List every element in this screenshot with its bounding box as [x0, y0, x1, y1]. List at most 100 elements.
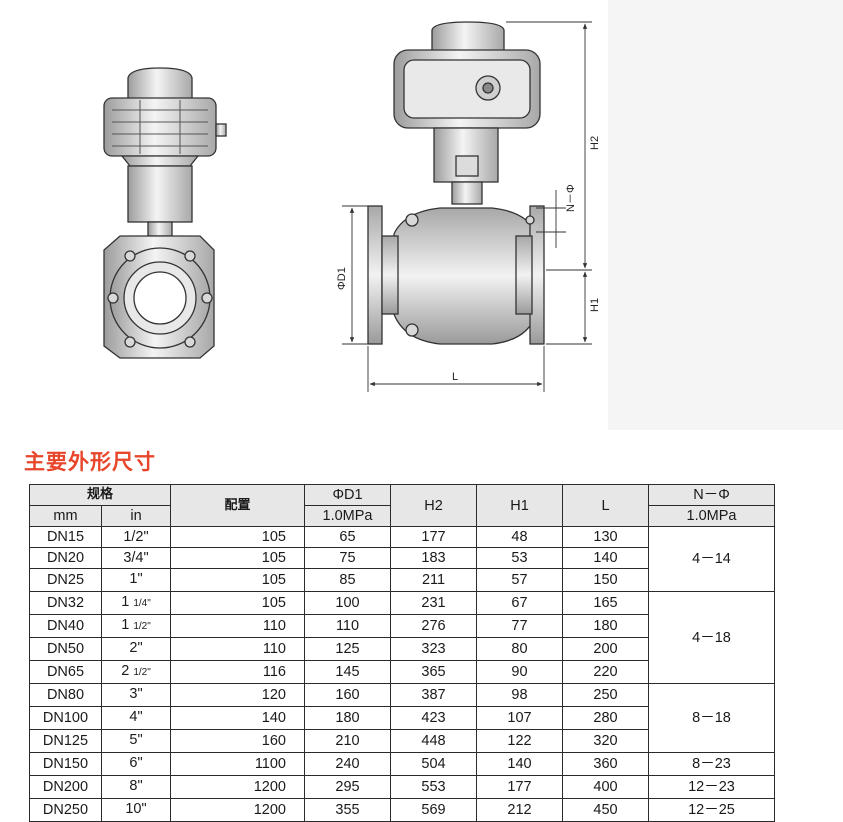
cell-h1: 98 [476, 683, 563, 707]
cell-h2: 211 [390, 568, 477, 592]
cell-mm: DN40 [29, 614, 102, 638]
cell-in: 6" [101, 752, 171, 776]
label-l: L [452, 371, 458, 383]
cell-h2: 276 [390, 614, 477, 638]
front-view [367, 21, 545, 345]
cell-h2: 365 [390, 660, 477, 684]
cell-in-whole: 8" [129, 778, 143, 794]
cell-in: 1" [101, 568, 171, 592]
cell-in: 3/4" [101, 547, 171, 569]
cell-l: 130 [562, 526, 649, 548]
cell-d1: 240 [304, 752, 391, 776]
cell-in: 8" [101, 775, 171, 799]
cell-h2: 504 [390, 752, 477, 776]
cell-h1: 77 [476, 614, 563, 638]
cell-h2: 569 [390, 798, 477, 822]
cell-l: 250 [562, 683, 649, 707]
header-config: 配置 [170, 484, 305, 527]
cell-h1: 67 [476, 591, 563, 615]
cell-l: 280 [562, 706, 649, 730]
cell-h2: 423 [390, 706, 477, 730]
cell-h2: 553 [390, 775, 477, 799]
cell-config: 1100 [170, 752, 305, 776]
cell-d1: 100 [304, 591, 391, 615]
cell-config: 105 [170, 547, 305, 569]
cell-h1: 122 [476, 729, 563, 753]
cell-d1: 145 [304, 660, 391, 684]
cell-in: 4" [101, 706, 171, 730]
cell-h2: 323 [390, 637, 477, 661]
cell-in-whole: 6" [129, 755, 143, 771]
cell-in-whole: 10" [125, 801, 147, 817]
cell-d1: 295 [304, 775, 391, 799]
cell-in: 1 1/2" [101, 614, 171, 638]
cell-in-whole: 1" [129, 571, 143, 587]
cell-n-phi: 12－23 [648, 775, 775, 799]
cell-config: 105 [170, 526, 305, 548]
cell-config: 120 [170, 683, 305, 707]
label-h1: H1 [589, 298, 601, 312]
cell-d1: 85 [304, 568, 391, 592]
cell-h2: 231 [390, 591, 477, 615]
cell-h1: 48 [476, 526, 563, 548]
cell-d1: 180 [304, 706, 391, 730]
cell-mm: DN80 [29, 683, 102, 707]
cell-n-phi: 8－18 [648, 683, 775, 753]
table-header: 规格 配置 ΦD1 H2 H1 L N－Φ mm in 1.0MPa 1.0MP… [29, 484, 775, 527]
cell-mm: DN32 [29, 591, 102, 615]
cell-config: 160 [170, 729, 305, 753]
cell-mm: DN200 [29, 775, 102, 799]
header-h1: H1 [476, 484, 563, 527]
cell-l: 180 [562, 614, 649, 638]
cell-in-whole: 2 [121, 663, 130, 679]
cell-h1: 212 [476, 798, 563, 822]
cell-n-phi: 8－23 [648, 752, 775, 776]
cell-mm: DN100 [29, 706, 102, 730]
cell-in-whole: 2" [129, 640, 143, 656]
cell-in: 1 1/4" [101, 591, 171, 615]
cell-mm: DN15 [29, 526, 102, 548]
cell-config: 140 [170, 706, 305, 730]
cell-h1: 107 [476, 706, 563, 730]
cell-d1: 110 [304, 614, 391, 638]
cell-config: 1200 [170, 775, 305, 799]
header-d1: ΦD1 [304, 484, 391, 506]
cell-in-fraction: 1/2" [123, 529, 149, 545]
cell-config: 105 [170, 591, 305, 615]
cell-in: 3" [101, 683, 171, 707]
cell-config: 1200 [170, 798, 305, 822]
cell-in: 2 1/2" [101, 660, 171, 684]
cell-d1: 355 [304, 798, 391, 822]
cell-in: 2" [101, 637, 171, 661]
cell-d1: 160 [304, 683, 391, 707]
cell-in: 5" [101, 729, 171, 753]
cell-l: 140 [562, 547, 649, 569]
cell-in-whole: 3" [129, 686, 143, 702]
cell-h2: 177 [390, 526, 477, 548]
cell-d1: 210 [304, 729, 391, 753]
cell-in: 1/2" [101, 526, 171, 548]
cell-in-fraction: 1/4" [133, 598, 151, 609]
cell-n-phi: 12－25 [648, 798, 775, 822]
header-mm: mm [29, 505, 102, 527]
header-spec: 规格 [29, 484, 171, 506]
cell-in-whole: 5" [129, 732, 143, 748]
dimensions-table: 规格 配置 ΦD1 H2 H1 L N－Φ mm in 1.0MPa 1.0MP… [29, 484, 775, 822]
cell-d1: 125 [304, 637, 391, 661]
cell-l: 360 [562, 752, 649, 776]
cell-h2: 448 [390, 729, 477, 753]
cell-d1: 65 [304, 526, 391, 548]
cell-in: 10" [101, 798, 171, 822]
header-h2: H2 [390, 484, 477, 527]
cell-l: 150 [562, 568, 649, 592]
cell-l: 165 [562, 591, 649, 615]
